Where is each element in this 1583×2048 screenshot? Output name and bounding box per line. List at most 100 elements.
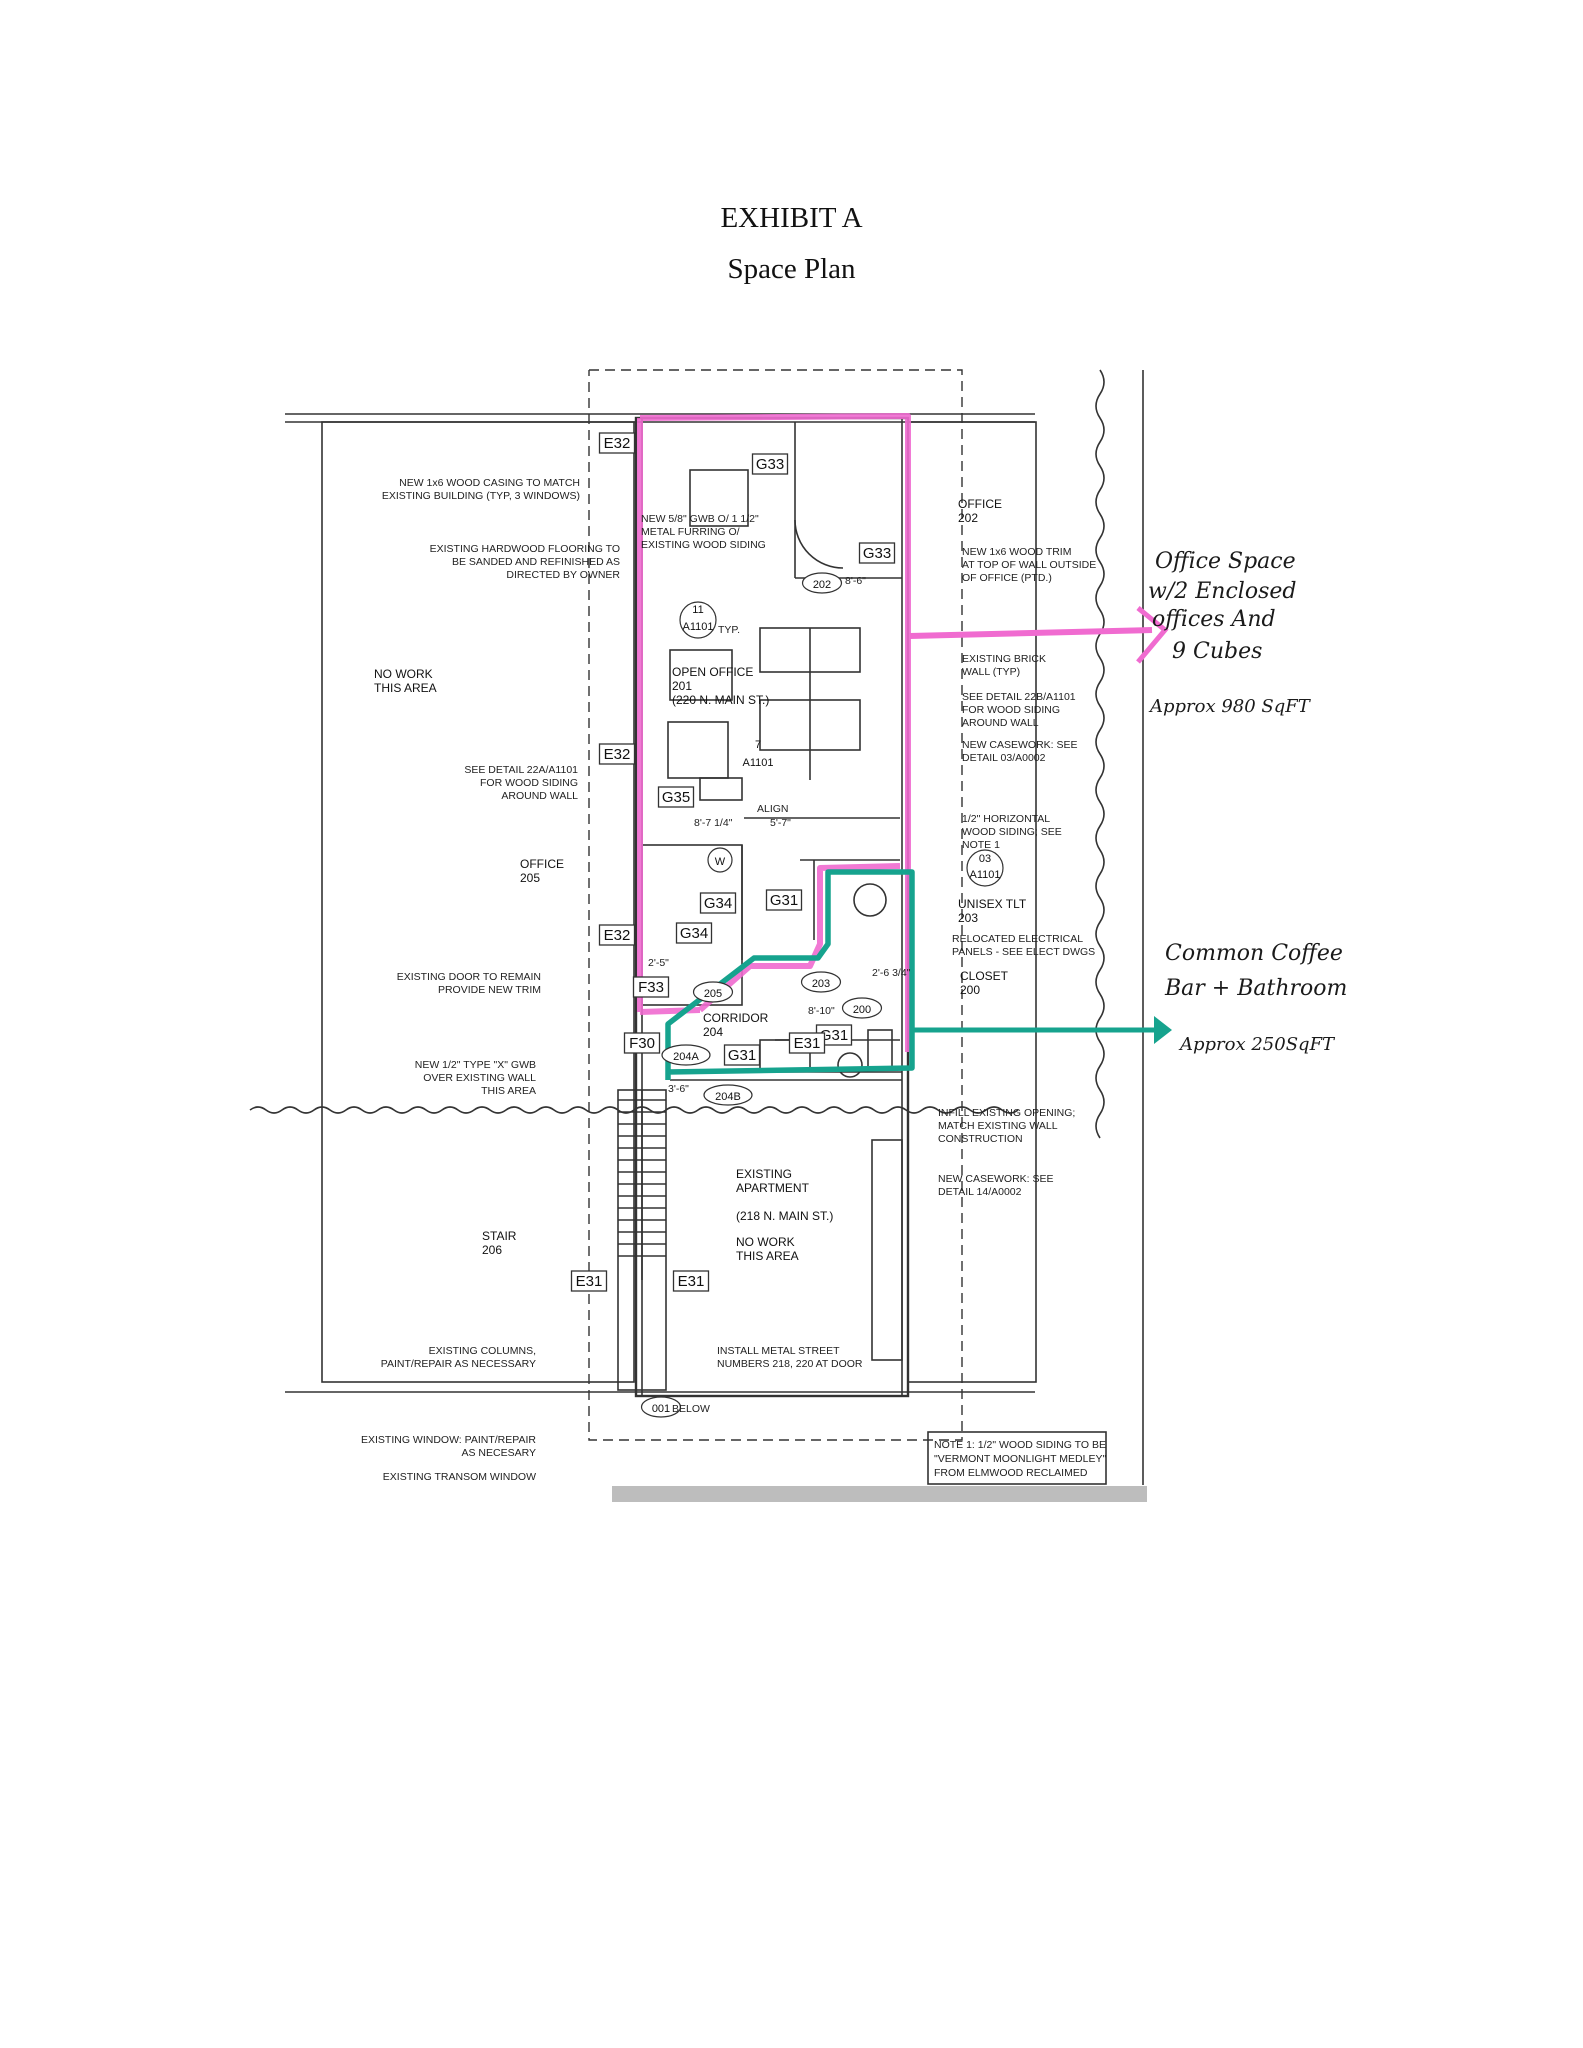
room-no-work: THIS AREA [374,681,437,695]
dimension-label: 2'-5" [648,957,669,969]
plan-tag: G33 [863,545,891,562]
plan-tag: 11 [692,604,703,616]
note-left: EXISTING COLUMNS, [429,1345,536,1357]
handwritten-office-space: offices And [1152,607,1276,632]
handwritten-common-area: Approx 250SqFT [1178,1034,1336,1055]
dimension-label: ALIGN [757,803,789,815]
tag-oval [661,1044,711,1066]
tag-oval [841,997,883,1019]
handwritten-office-space: w/2 Enclosed [1148,579,1296,604]
tag-oval [692,981,734,1003]
plan-tag: A1101 [743,757,774,769]
dimension-label: 3'-6" [668,1083,689,1095]
tag-box [765,889,803,911]
note-left: EXISTING BUILDING (TYP, 3 WINDOWS) [382,490,580,502]
note-box-text: NOTE 1: 1/2" WOOD SIDING TO BE"VERMONT M… [934,1439,1106,1479]
note-right: CONSTRUCTION [938,1133,1023,1145]
room-open-office: (220 N. MAIN ST.) [672,693,769,707]
note-left: EXISTING TRANSOM WINDOW [383,1471,536,1483]
note-left: NEW 1/2" TYPE "X" GWB [415,1059,536,1071]
note-right: DETAIL 03/A0002 [962,752,1046,764]
plan-tag: 7 [755,739,761,751]
plan-tag: A1101 [970,869,1001,881]
plan-tag: 03 [979,853,991,865]
plan-tag: G34 [680,925,708,942]
room-open-office: OPEN OFFICE [672,665,753,679]
note-right: WOOD SIDING; SEE [962,826,1062,838]
room-apartment: THIS AREA [736,1249,799,1263]
plan-tag: F30 [629,1035,655,1052]
common-area-markup [665,869,915,1080]
note-left: SEE DETAIL 22A/A1101 [464,764,578,776]
note-box-line: "VERMONT MOONLIGHT MEDLEY" [934,1453,1106,1465]
tag-box [632,976,670,998]
room-open-office: 201 [672,679,692,693]
room-stair: 206 [482,1243,502,1257]
tag-oval [703,1084,753,1106]
room-closet: CLOSET [960,969,1009,983]
plan-tag: E31 [794,1035,821,1052]
plan-tag: E32 [604,435,631,452]
dimension-label: 2'-6 3/4" [872,967,911,979]
plan-tag: F33 [638,979,664,996]
note-right: FOR WOOD SIDING [962,704,1060,716]
w-bubble [707,847,733,873]
note-left: EXISTING DOOR TO REMAIN [397,971,541,983]
note-left: EXISTING HARDWOOD FLOORING TO [430,543,620,555]
scan-edge [612,1486,1147,1502]
tag-box [723,1044,761,1066]
room-office-202: 202 [958,511,978,525]
tag-box [598,924,636,946]
note-right: INSTALL METAL STREET [717,1345,840,1357]
dimension-label: BELOW [672,1403,710,1415]
room-office-205: 205 [520,871,540,885]
tag-oval [800,971,842,993]
plan-tag: E32 [604,927,631,944]
room-apartment: EXISTING [736,1167,792,1181]
note-left: AROUND WALL [501,790,578,802]
office-space-markup [637,413,911,1052]
tag-oval [801,572,843,594]
note-right: 1/2" HORIZONTAL [962,813,1050,825]
note-right: AT TOP OF WALL OUTSIDE [962,559,1096,571]
plan-tag: 204A [673,1051,699,1063]
plan-tag: 204B [715,1091,741,1103]
room-corridor: CORRIDOR [703,1011,769,1025]
common-area-arrow [914,1016,1172,1044]
room-closet: 200 [960,983,980,997]
tag-box [598,743,636,765]
plan-tag: E31 [576,1273,603,1290]
room-stair: STAIR [482,1229,517,1243]
note-right: PANELS - SEE ELECT DWGS [952,946,1095,958]
note-left: METAL FURRING O/ [641,526,740,538]
note-left: BE SANDED AND REFINISHED AS [452,556,620,568]
dimension-label: TYP. [718,624,740,636]
plan-tag: G31 [770,892,798,909]
room-apartment: NO WORK [736,1235,795,1249]
exhibit-subtitle: Space Plan [727,253,856,285]
note-right: DETAIL 14/A0002 [938,1186,1022,1198]
tag-box [672,1270,710,1292]
plan-tag: G34 [704,895,732,912]
tag-box [788,1032,826,1054]
tag-box [858,542,896,564]
room-apartment: (218 N. MAIN ST.) [736,1209,833,1223]
plan-tag: E31 [678,1273,705,1290]
plan-tag: G31 [728,1047,756,1064]
note-left: EXISTING WOOD SIDING [641,539,766,551]
plan-tag: A1101 [683,621,714,633]
note-right: MATCH EXISTING WALL [938,1120,1058,1132]
plan-tag: G31 [820,1027,848,1044]
plan-tag: W [715,856,726,868]
note-left: FOR WOOD SIDING [480,777,578,789]
note-right: NUMBERS 218, 220 AT DOOR [717,1358,863,1370]
note-box-line: FROM ELMWOOD RECLAIMED [934,1467,1088,1479]
plan-tag: E32 [604,746,631,763]
note-left: NEW 1x6 WOOD CASING TO MATCH [399,477,580,489]
tag-box [570,1270,608,1292]
room-office-205: OFFICE [520,857,564,871]
plan-tag: 200 [853,1004,871,1016]
